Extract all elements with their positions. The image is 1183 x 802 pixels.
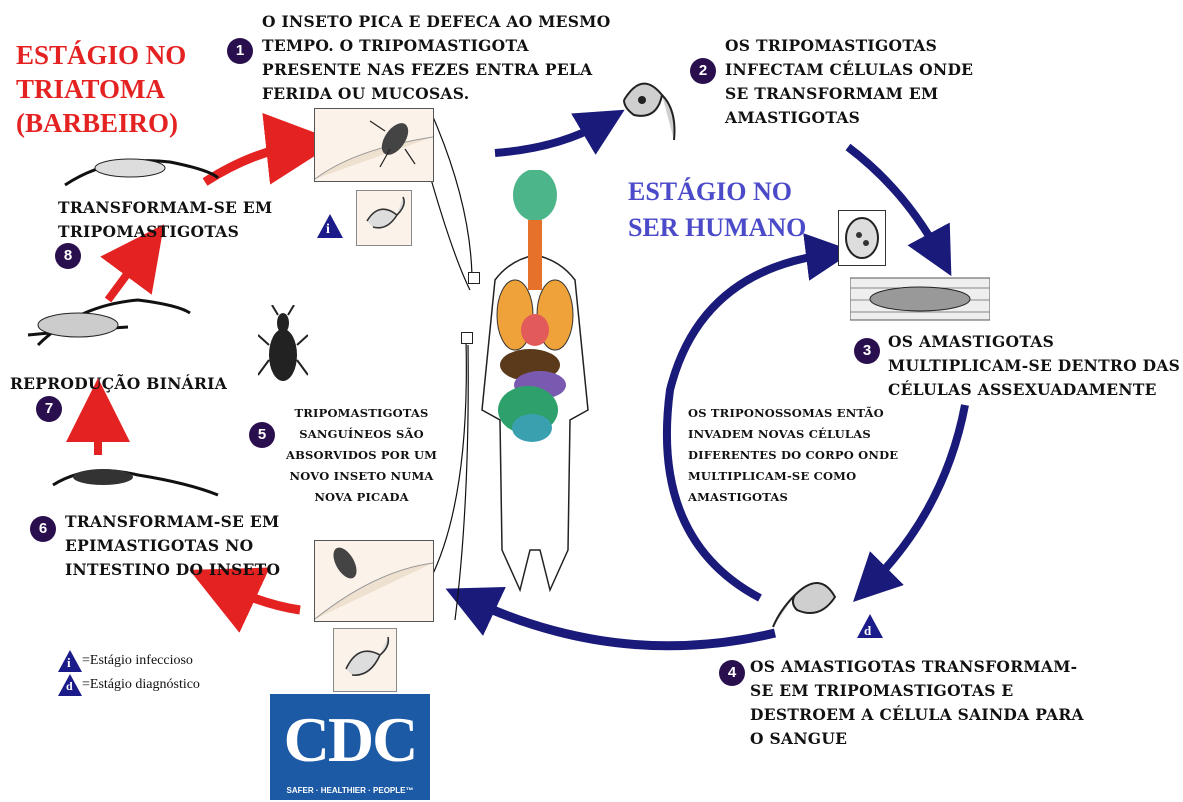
trypomastigote-icon (60, 150, 220, 195)
legend-triangle-icon (317, 214, 343, 238)
step-badge-5: 5 (249, 422, 275, 448)
cdc-logo: CDC SAFER · HEALTHIER · PEOPLE™ (270, 694, 430, 800)
step-badge-4: 4 (719, 660, 745, 686)
insect-bite-icon (314, 540, 434, 622)
stage-title-humano: ESTÁGIO NO SER HUMANO (628, 174, 806, 246)
stage-title-triatoma: ESTÁGIO NO TRIATOMA (BARBEIRO) (16, 38, 186, 140)
step-1-text: O INSETO PICA E DEFECA AO MESMO TEMPO. O… (262, 10, 611, 106)
insect-bite-icon (314, 108, 434, 182)
step-5-text: TRIPOMASTIGOTAS SANGUÍNEOS SÃO ABSORVIDO… (286, 403, 437, 508)
epimastigote-icon (48, 455, 223, 510)
legend-diagnostic: d =Estágio diagnóstico (58, 674, 200, 696)
cell-icon (838, 210, 886, 266)
epimastigote-icon (333, 628, 397, 692)
trypomastigote-icon (612, 60, 687, 145)
tissue-icon (850, 270, 990, 328)
arrow-5-to-6 (222, 585, 300, 610)
step-badge-6: 6 (30, 516, 56, 542)
step-badge-1: 1 (227, 38, 253, 64)
step-badge-8: 8 (55, 243, 81, 269)
trypomastigote-icon (765, 565, 855, 635)
step-badge-2: 2 (690, 58, 716, 84)
step-2-text: OS TRIPOMASTIGOTAS INFECTAM CÉLULAS ONDE… (725, 34, 973, 130)
step-8-text: TRANSFORMAM-SE EM TRIPOMASTIGOTAS (58, 196, 272, 244)
step-6-text: TRANSFORMAM-SE EM EPIMASTIGOTAS NO INTES… (65, 510, 280, 582)
epimastigote-icon (18, 285, 193, 365)
step-7-text: REPRODUÇÃO BINÁRIA (10, 372, 227, 396)
inner-note: OS TRIPONOSSOMAS ENTÃO INVADEM NOVAS CÉL… (688, 403, 898, 508)
step-badge-7: 7 (36, 396, 62, 422)
arrow-1-to-2 (495, 122, 604, 153)
trypomastigote-icon (356, 190, 412, 246)
step-3-text: OS AMASTIGOTAS MULTIPLICAM-SE DENTRO DAS… (888, 330, 1180, 402)
step-4-text: OS AMASTIGOTAS TRANSFORMAM- SE EM TRIPOM… (750, 655, 1084, 751)
step-badge-3: 3 (854, 338, 880, 364)
kissing-bug-icon (258, 305, 308, 390)
legend-infective: i =Estágio infeccioso (58, 650, 193, 672)
human-body-icon (470, 170, 600, 610)
